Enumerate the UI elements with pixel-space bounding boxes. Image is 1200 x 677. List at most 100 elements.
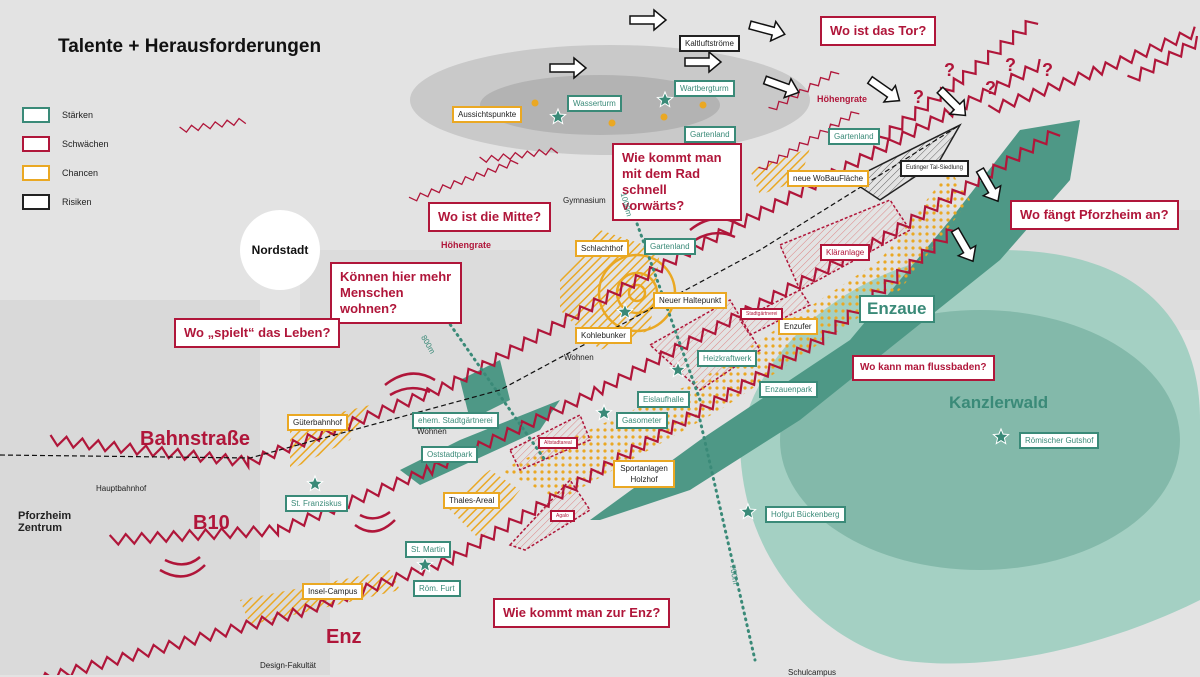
label-eutinger-tal: Eutinger Tal-Siedlung xyxy=(900,160,969,177)
legend-swatch xyxy=(22,106,50,123)
question-mark: ? xyxy=(944,60,955,80)
question-mark: ? xyxy=(985,78,996,98)
arrow-right-icon xyxy=(950,226,977,263)
question-flussbaden: Wo kann man flussbaden? xyxy=(852,355,995,381)
label-wohnen-2: Wohnen xyxy=(417,427,447,436)
label-klaeranlage: Kläranlage xyxy=(820,244,871,261)
label-wohnen-1: Wohnen xyxy=(564,353,594,362)
label-gartenland-1: Gartenland xyxy=(684,126,736,143)
cold-air-arrows xyxy=(549,8,1002,263)
barrier-zigzag-line xyxy=(43,228,960,675)
label-kanzlerwald: Kanzlerwald xyxy=(949,393,1049,412)
question-wohnen: Können hier mehr Menschen wohnen? xyxy=(330,262,462,324)
star-icon xyxy=(549,107,567,125)
legend-label: Chancen xyxy=(62,167,99,178)
label-enzauenpark: Enzauenpark xyxy=(759,381,819,398)
legend-swatch xyxy=(22,193,50,210)
label-oststadtpark: Oststadtpark xyxy=(421,446,479,463)
label-kaltluftstroeme: Kaltluftströme xyxy=(679,35,740,52)
question-mitte: Wo ist die Mitte? xyxy=(428,202,552,232)
label-wartbergturm: Wartbergturm xyxy=(674,80,735,97)
noise-arcs xyxy=(159,217,741,578)
question-enz: Wie kommt man zur Enz? xyxy=(493,598,671,628)
star-icon xyxy=(656,90,674,108)
label-insel-campus: Insel-Campus xyxy=(302,583,364,600)
arrow-right-icon xyxy=(762,75,800,99)
ridge-line xyxy=(758,111,860,171)
label-wobauflaeche: neue WoBauFläche xyxy=(787,170,870,187)
label-gymnasium: Gymnasium xyxy=(563,196,606,205)
label-stadtgaertnerei: ehem. Stadtgärtnerei xyxy=(412,412,499,429)
arrow-right-icon xyxy=(684,50,723,74)
arrow-right-icon xyxy=(975,166,1002,203)
label-gueterbahnhof: Güterbahnhof xyxy=(287,414,348,431)
label-bahnstrasse: Bahnstraße xyxy=(140,428,251,450)
label-design-fakultaet: Design-Fakultät xyxy=(260,661,317,670)
barrier-zigzag-line xyxy=(1127,35,1199,82)
label-b10: B10 xyxy=(193,512,230,534)
star-icon xyxy=(992,427,1010,445)
label-enz: Enz xyxy=(326,626,362,648)
arrow-right-icon xyxy=(866,75,901,103)
label-gartenland-3: Gartenland xyxy=(644,238,696,255)
label-hauptbahnhof: Hauptbahnhof xyxy=(96,484,147,493)
question-rad: Wie kommt man mit dem Rad schnell vorwär… xyxy=(612,143,742,221)
walking-distance-path xyxy=(438,308,547,462)
question-pforzheim: Wo fängt Pforzheim an? xyxy=(1010,200,1179,230)
label-agalo: Agalo xyxy=(550,510,575,522)
label-aussichtspunkte: Aussichtspunkte xyxy=(452,106,523,123)
label-altstadt-small: Altstadtareal xyxy=(538,437,578,449)
arrow-right-icon xyxy=(748,19,786,43)
question-leben: Wo „spielt“ das Leben? xyxy=(174,318,341,348)
label-st-martin: St. Martin xyxy=(405,541,452,558)
label-hoehengrate-1: Höhengrate xyxy=(441,240,492,250)
nordstadt-label: Nordstadt xyxy=(240,210,320,290)
label-hoehengrate-2: Höhengrate xyxy=(817,94,868,104)
label-neuer-haltepunkt: Neuer Haltepunkt xyxy=(653,292,728,309)
legend-label: Risiken xyxy=(62,196,92,207)
legend-item-staerken: Stärken xyxy=(22,100,109,129)
map-title: Talente + Herausforderungen xyxy=(58,36,322,57)
stadtgaertnerei-area xyxy=(460,360,510,420)
label-enzufer: Enzufer xyxy=(778,318,818,335)
label-st-franziskus: St. Franziskus xyxy=(285,495,348,512)
ridge-line xyxy=(408,159,519,202)
label-stadtgaertnerei-small: Stadtgärtnerei xyxy=(740,308,784,320)
label-sportanlagen-holzhof: Sportanlagen Holzhof xyxy=(613,460,675,488)
label-heizkraftwerk: Heizkraftwerk xyxy=(697,350,758,367)
question-mark: ? xyxy=(1005,55,1016,75)
legend-item-chancen: Chancen xyxy=(22,158,109,187)
ridge-line xyxy=(768,70,840,111)
label-gasometer: Gasometer xyxy=(616,412,668,429)
arrow-right-icon xyxy=(549,56,588,80)
label-schlachthof: Schlachthof xyxy=(575,240,629,257)
ridge-line xyxy=(479,147,559,164)
landmark-stars xyxy=(306,90,1010,573)
star-icon xyxy=(669,360,687,378)
legend-swatch xyxy=(22,164,50,181)
star-icon xyxy=(595,403,613,421)
barrier-lines xyxy=(43,19,1199,675)
question-mark: ? xyxy=(913,87,924,107)
label-thales-areal: Thales-Areal xyxy=(443,492,501,509)
label-schulcampus: Schulcampus xyxy=(788,668,837,677)
label-roemischer-gutshof: Römischer Gutshof xyxy=(1019,432,1100,449)
legend-item-schwaechen: Schwächen xyxy=(22,129,109,158)
question-tor: Wo ist das Tor? xyxy=(820,16,937,46)
barrier-zigzag-line xyxy=(987,26,1196,114)
legend: Stärken Schwächen Chancen Risiken xyxy=(22,100,109,216)
walking-distance-path xyxy=(623,188,702,402)
legend-swatch xyxy=(22,135,50,152)
walking-distance-path xyxy=(698,418,757,662)
barrier-zigzag-line xyxy=(49,58,1041,471)
label-roem-furt: Röm. Furt xyxy=(413,580,461,597)
star-icon xyxy=(416,555,434,573)
sun-viewpoints xyxy=(531,99,707,127)
question-mark: ? xyxy=(1042,60,1053,80)
label-eislaufhalle: Eislaufhalle xyxy=(637,391,690,408)
label-kohlebunker: Kohlebunker xyxy=(575,327,632,344)
legend-item-risiken: Risiken xyxy=(22,187,109,216)
ridge-line xyxy=(179,117,247,134)
arrow-right-icon xyxy=(629,8,668,32)
legend-label: Stärken xyxy=(62,109,94,120)
